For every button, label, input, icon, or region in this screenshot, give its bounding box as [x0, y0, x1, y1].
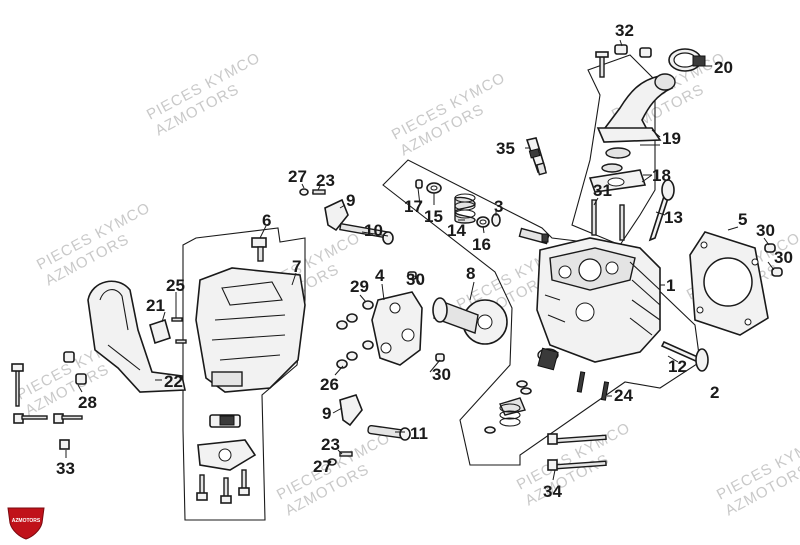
- callout-8: 8: [466, 264, 475, 283]
- exhaust-valve: [660, 340, 709, 372]
- azmotors-logo: AZMOTORS: [7, 507, 45, 540]
- valve-retainer: [426, 182, 442, 194]
- callout-33: 33: [56, 459, 75, 478]
- logo-text: AZMOTORS: [12, 518, 41, 524]
- intake-valve: [648, 179, 675, 242]
- callout-26: 26: [320, 375, 339, 394]
- callout-9-upper: 9: [346, 191, 355, 210]
- hose-clamp: [668, 48, 706, 72]
- cylinder-studs: [591, 199, 625, 241]
- callout-5: 5: [738, 210, 747, 229]
- callout-15: 15: [424, 207, 443, 226]
- bracket-small-parts: [149, 317, 187, 345]
- callout-24: 24: [614, 386, 633, 405]
- callout-29: 29: [350, 277, 369, 296]
- callout-1: 1: [666, 276, 675, 295]
- dowel-pin: [407, 271, 445, 362]
- callout-25: 25: [166, 276, 185, 295]
- callout-16: 16: [472, 235, 491, 254]
- callout-23-lower: 23: [321, 435, 340, 454]
- callout-22: 22: [164, 372, 183, 391]
- cylinder-head: [536, 237, 661, 363]
- callout-19: 19: [662, 129, 681, 148]
- callout-35: 35: [496, 139, 515, 158]
- callout-30-right-upper: 30: [756, 221, 775, 240]
- callout-12: 12: [668, 357, 687, 376]
- camshaft: [432, 297, 508, 345]
- callout-20: 20: [714, 58, 733, 77]
- engine-hanger-bracket: [87, 280, 186, 393]
- leader-lines: [65, 39, 775, 481]
- valve-spring-seat: [476, 216, 490, 228]
- cover-grommets: [197, 414, 257, 471]
- callout-11: 11: [410, 424, 428, 443]
- callout-30-mid-lower: 30: [432, 365, 451, 384]
- callout-27-lower: 27: [313, 457, 332, 476]
- callout-14: 14: [447, 221, 466, 240]
- spark-plug: [525, 137, 548, 176]
- cylinder-head-cover: [195, 267, 306, 393]
- breather-fitting: [251, 237, 267, 262]
- callout-10: 10: [364, 221, 383, 240]
- callout-31: 31: [593, 181, 612, 200]
- intake-group-outline: [571, 54, 656, 246]
- callout-6: 6: [262, 211, 271, 230]
- dowel-pins: [764, 243, 783, 277]
- callout-34: 34: [543, 482, 562, 501]
- head-studs: [576, 371, 610, 401]
- rocker-arm-lower: [327, 394, 411, 466]
- callout-9-lower: 9: [322, 404, 331, 423]
- intake-bolt-nut: [595, 44, 652, 78]
- cylinder-head-gasket: [689, 231, 769, 336]
- callout-13: 13: [664, 208, 683, 227]
- bracket-bolts: [11, 363, 83, 450]
- tensioner-plug: [518, 227, 550, 245]
- callout-30-mid-upper: 30: [406, 270, 425, 289]
- callout-labels: 32 20 19 18 35 31 13 5 30 30 1 12 2 24 3…: [56, 21, 793, 501]
- callout-2: 2: [710, 383, 719, 402]
- cover-bolts: [196, 469, 250, 504]
- head-long-bolts: [547, 433, 607, 471]
- callout-7: 7: [292, 257, 301, 276]
- callout-18: 18: [652, 166, 671, 185]
- bracket-nuts: [63, 351, 87, 385]
- intake-insulator: [588, 163, 647, 193]
- callout-23-upper: 23: [316, 171, 335, 190]
- valve-spring-lower: [484, 347, 559, 434]
- callout-28: 28: [78, 393, 97, 412]
- callout-27-upper: 27: [288, 167, 307, 186]
- callout-30-right-lower: 30: [774, 248, 793, 267]
- holder-nuts: [336, 300, 374, 369]
- callout-3: 3: [494, 197, 503, 216]
- intake-manifold: [596, 73, 676, 159]
- valve-spring: [454, 193, 476, 224]
- callout-21: 21: [146, 296, 165, 315]
- callout-4: 4: [375, 266, 385, 285]
- camshaft-holder: [371, 291, 423, 366]
- cylinder-head-group-outline: [382, 159, 701, 466]
- callout-17: 17: [404, 197, 423, 216]
- rocker-small-parts: [299, 188, 326, 196]
- valve-cotters: [415, 179, 423, 189]
- callout-32: 32: [615, 21, 634, 40]
